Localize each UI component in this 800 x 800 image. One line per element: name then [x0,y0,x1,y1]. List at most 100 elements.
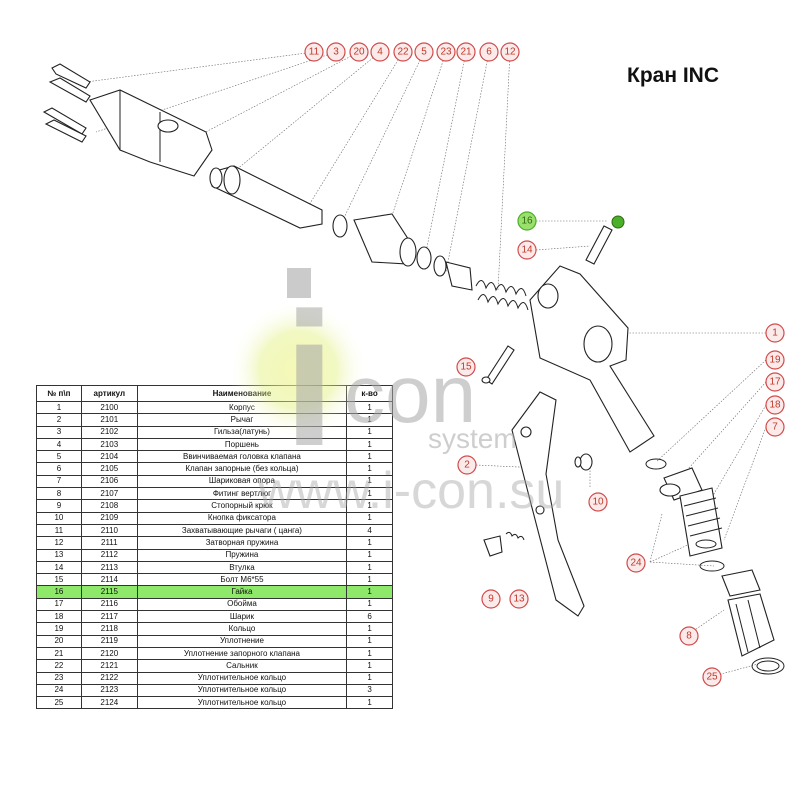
callout-1: 1 [765,323,785,343]
cell-article: 2101 [80,413,138,427]
callout-10: 10 [588,492,608,512]
cell-article: 2117 [80,610,138,624]
cell-article: 2108 [80,499,138,513]
cell-name: Стопорный крюк [136,499,348,513]
cell-number: 22 [36,659,82,673]
cell-number: 17 [36,597,82,612]
callout-22: 22 [393,42,413,62]
svg-text:20: 20 [353,47,365,58]
cell-number: 13 [36,548,82,562]
cell-qty: 1 [346,511,393,525]
cell-number: 18 [36,610,82,624]
cell-number: 12 [36,536,82,550]
callout-12: 12 [500,42,520,62]
cell-qty: 1 [346,499,393,513]
svg-text:21: 21 [460,47,472,58]
valve-seals-part [332,213,473,291]
callout-25: 25 [702,667,722,687]
cell-qty: 1 [346,425,393,439]
cell-article: 2116 [80,597,138,612]
callout-24: 24 [626,553,646,573]
cell-qty: 1 [346,437,393,452]
cell-article: 2122 [80,671,138,685]
cell-article: 2115 [80,585,138,599]
callout-23: 23 [436,42,456,62]
body-part [529,265,655,453]
cell-number: 8 [36,487,82,501]
cell-article: 2119 [80,634,138,648]
cell-qty: 6 [346,610,393,624]
cell-name: Гильза(латунь) [136,425,348,439]
lever-part [511,391,585,617]
svg-text:3: 3 [333,47,339,58]
cell-qty: 1 [346,548,393,562]
cell-name: Уплотнение [136,634,348,648]
cell-number: 1 [36,400,82,415]
svg-text:16: 16 [521,216,533,227]
cell-name: Шариковая опора [136,474,348,489]
end-o-ring-part [751,657,785,675]
cell-name: Затворная пружина [136,536,348,550]
callout-9: 9 [481,589,501,609]
cell-name: Шарик [136,610,348,624]
cell-article: 2120 [80,646,138,661]
cell-article: 2107 [80,487,138,501]
cell-number: 24 [36,683,82,698]
cell-name: Втулка [136,560,348,575]
cell-number: 4 [36,437,82,452]
cell-qty: 1 [346,462,393,476]
cell-qty: 1 [346,622,393,636]
callout-14: 14 [517,240,537,260]
cell-qty: 4 [346,523,393,538]
leader-lines [57,51,767,677]
cell-article: 2111 [80,536,138,550]
cell-article: 2102 [80,425,138,439]
cell-qty: 1 [346,646,393,661]
cell-article: 2106 [80,474,138,489]
cell-name: Гайка [136,585,348,599]
cell-qty: 1 [346,585,393,599]
svg-text:11: 11 [309,47,320,58]
callout-2: 2 [457,455,477,475]
cell-number: 7 [36,474,82,489]
cell-number: 3 [36,425,82,439]
cell-name: Уплотнительное кольцо [136,671,348,685]
header-number: № п\п [36,385,82,402]
svg-text:15: 15 [460,362,472,373]
cell-name: Ввинчиваемая головка клапана [136,450,348,464]
callout-4: 4 [370,42,390,62]
piston-part [209,165,323,229]
cell-number: 19 [36,622,82,636]
cell-number: 16 [36,585,82,599]
cell-name: Рычаг [136,413,348,427]
cell-article: 2105 [80,462,138,476]
cell-article: 2113 [80,560,138,575]
cell-number: 10 [36,511,82,525]
cell-name: Уплотнительное кольцо [136,683,348,698]
cell-number: 9 [36,499,82,513]
header-article: артикул [80,385,138,402]
parts-table-header: № п\п артикул Наименование к-во [36,385,393,402]
nut-part [611,215,625,229]
callout-15: 15 [456,357,476,377]
svg-text:1: 1 [772,328,778,339]
cell-name: Поршень [136,437,348,452]
cell-qty: 1 [346,696,393,710]
cell-article: 2103 [80,437,138,452]
stop-hook-part [483,535,503,557]
